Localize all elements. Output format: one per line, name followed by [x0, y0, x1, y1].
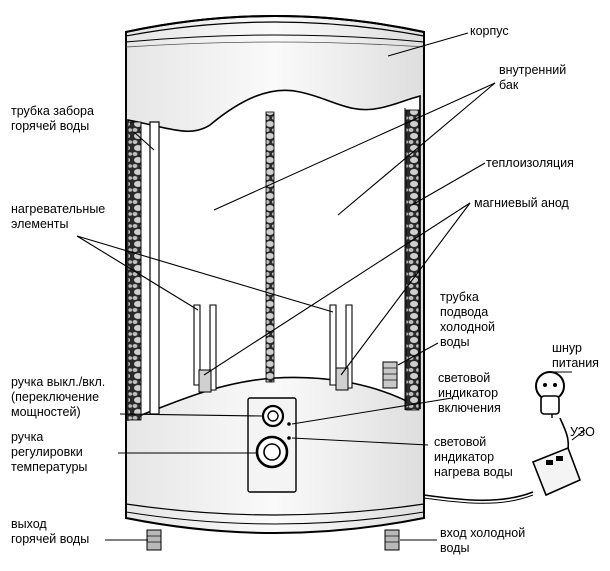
cold-water-inlet [384, 529, 400, 551]
temperature-knob[interactable] [255, 435, 289, 469]
label-inner-tank: внутренний бак [499, 63, 567, 92]
hot-water-pipe [149, 121, 160, 415]
label-heating-elements: нагревательные элементы [11, 202, 106, 231]
hot-water-outlet [146, 529, 162, 551]
plug [535, 371, 565, 415]
insulation-right [405, 109, 420, 411]
label-cold-water-pipe: трубка подвода холодной воды [440, 290, 496, 349]
label-insulation: теплоизоляция [486, 156, 574, 170]
heating-element-right [329, 304, 353, 391]
anode-left [198, 369, 212, 393]
label-rcd: УЗО [570, 425, 595, 439]
leader-lines [76, 32, 586, 541]
label-housing: корпус [470, 24, 509, 38]
label-cold-water-inlet: вход холодной воды [440, 526, 526, 555]
label-hot-water-outlet: выход горячей воды [11, 517, 90, 546]
cold-water-pipe [382, 361, 398, 389]
label-heat-indicator: световой индикатор нагрева воды [434, 435, 513, 479]
insulation-middle [265, 111, 275, 383]
label-switch-knob: ручка выкл./вкл. (переключение мощностей… [11, 375, 106, 419]
label-hot-water-pipe: трубка забора горячей воды [11, 104, 94, 133]
anode-right [335, 367, 349, 391]
label-temperature-knob: ручка регулировки температуры [11, 430, 88, 474]
control-panel [247, 397, 297, 493]
label-power-indicator: световой индикатор включения [438, 371, 501, 415]
rcd-device [531, 446, 582, 497]
label-magnesium-anode: магниевый анод [474, 196, 569, 210]
heat-indicator-led [287, 436, 291, 440]
cutaway [127, 89, 421, 422]
power-indicator-led [287, 422, 291, 426]
switch-knob[interactable] [261, 404, 285, 428]
label-power-cord: шнур питания [552, 341, 599, 370]
